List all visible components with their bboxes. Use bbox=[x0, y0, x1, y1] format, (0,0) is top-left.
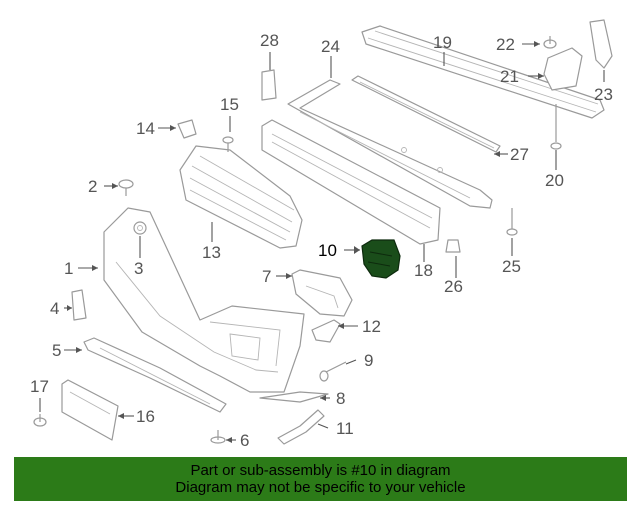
part-19-reinforcement bbox=[361, 25, 605, 119]
callout-3: 3 bbox=[134, 259, 143, 278]
part-2-push-pin bbox=[118, 179, 134, 196]
callout-5: 5 bbox=[52, 341, 61, 360]
callout-2: 2 bbox=[88, 177, 97, 196]
callout-13: 13 bbox=[202, 243, 221, 262]
part-16-license-bracket bbox=[61, 379, 119, 441]
callout-10: 10 bbox=[318, 241, 337, 260]
callout-25: 25 bbox=[502, 257, 521, 276]
callout-labels: 28 24 19 22 21 23 15 14 27 20 2 13 3 1 1… bbox=[30, 31, 613, 450]
part-12-bracket bbox=[311, 319, 341, 343]
callout-4: 4 bbox=[50, 299, 59, 318]
callout-23: 23 bbox=[594, 85, 613, 104]
part-11-trim bbox=[277, 409, 325, 445]
callout-24: 24 bbox=[321, 37, 340, 56]
callout-22: 22 bbox=[496, 35, 515, 54]
callout-7: 7 bbox=[262, 267, 271, 286]
arrowheads bbox=[67, 41, 544, 443]
callout-14: 14 bbox=[136, 119, 155, 138]
banner-line-1: Part or sub-assembly is #10 in diagram bbox=[190, 462, 451, 479]
banner-line-2: Diagram may not be specific to your vehi… bbox=[175, 479, 466, 496]
part-15-pin bbox=[222, 136, 234, 152]
part-3-clip-nut bbox=[133, 221, 147, 235]
part-1-bumper-cover bbox=[103, 207, 305, 393]
callout-28: 28 bbox=[260, 31, 279, 50]
callout-15: 15 bbox=[220, 95, 239, 114]
callout-16: 16 bbox=[136, 407, 155, 426]
callout-6: 6 bbox=[240, 431, 249, 450]
part-7-side-bracket bbox=[291, 269, 353, 317]
part-23-bracket bbox=[589, 19, 613, 69]
callout-18: 18 bbox=[414, 261, 433, 280]
part-6-screw bbox=[210, 430, 226, 444]
part-24-carrier bbox=[287, 79, 493, 209]
callout-21: 21 bbox=[500, 67, 519, 86]
callout-26: 26 bbox=[444, 277, 463, 296]
part-25-bolt bbox=[506, 208, 518, 236]
part-9-bolt bbox=[319, 361, 347, 382]
callout-17: 17 bbox=[30, 377, 49, 396]
part-13-grille bbox=[179, 145, 303, 249]
callout-20: 20 bbox=[545, 171, 564, 190]
info-banner: Part or sub-assembly is #10 in diagram D… bbox=[14, 457, 627, 501]
part-22-bolt bbox=[543, 36, 557, 49]
part-27-absorber bbox=[351, 75, 501, 153]
callout-8: 8 bbox=[336, 389, 345, 408]
part-10-highlighted bbox=[361, 239, 401, 279]
part-20-bolt bbox=[550, 104, 562, 150]
part-17-screw bbox=[33, 414, 47, 427]
part-28-bracket bbox=[261, 69, 277, 101]
part-14-bracket bbox=[177, 119, 197, 139]
part-5-lower-trim bbox=[83, 337, 227, 413]
callout-12: 12 bbox=[362, 317, 381, 336]
callout-19: 19 bbox=[433, 33, 452, 52]
callout-11: 11 bbox=[336, 419, 354, 438]
part-18-lower-carrier bbox=[261, 119, 441, 245]
callout-27: 27 bbox=[510, 145, 529, 164]
callout-9: 9 bbox=[364, 351, 373, 370]
parts-diagram: 28 24 19 22 21 23 15 14 27 20 2 13 3 1 1… bbox=[30, 19, 613, 450]
part-8-trim-strip bbox=[259, 391, 329, 403]
callout-1: 1 bbox=[64, 259, 73, 278]
part-4-bracket bbox=[71, 289, 87, 321]
part-21-mount bbox=[543, 47, 583, 91]
part-26-clip bbox=[445, 239, 461, 253]
